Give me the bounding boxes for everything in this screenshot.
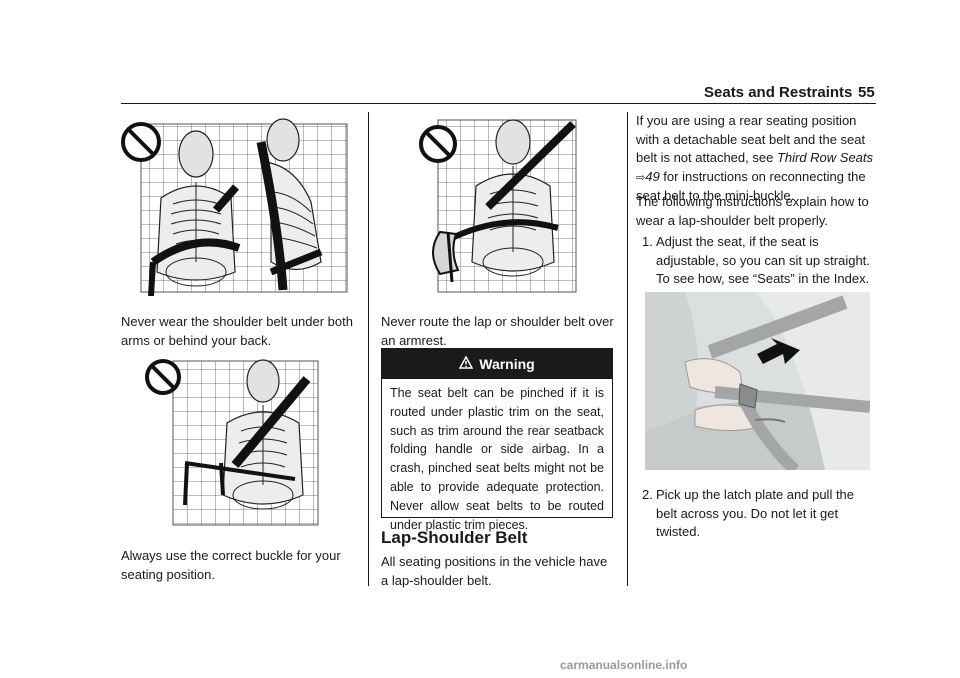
armrest-belt-illustration	[418, 112, 578, 296]
warning-title: Warning	[479, 356, 535, 372]
detachable-belt-paragraph: If you are using a rear seating position…	[636, 113, 874, 203]
correct-buckle-illustration	[145, 355, 320, 527]
page-ref-icon: ⇨	[636, 171, 646, 184]
section-title: Seats and Restraints	[704, 84, 853, 101]
lap-shoulder-belt-heading: Lap-Shoulder Belt	[381, 528, 528, 547]
warning-title-bar: Warning	[382, 349, 612, 379]
caption-correct-buckle: Always use the correct buckle for your s…	[121, 548, 341, 582]
caption-under-arms: Never wear the shoulder belt under both …	[121, 314, 353, 348]
step-2: 2. Pick up the latch plate and pull the …	[642, 487, 855, 539]
belt-under-arms-illustration	[121, 112, 349, 296]
warning-triangle-icon	[458, 355, 474, 372]
column-divider-2	[627, 112, 628, 586]
warning-body: The seat belt can be pinched if it is ro…	[390, 386, 604, 532]
latch-plate-photo	[645, 292, 870, 470]
instructions-intro: The following instructions explain how t…	[636, 194, 869, 228]
step-1: 1. Adjust the seat, if the seat is adjus…	[642, 234, 870, 286]
warning-box: Warning The seat belt can be pinched if …	[381, 348, 613, 532]
lap-shoulder-belt-intro: All seating positions in the vehicle hav…	[381, 554, 608, 588]
page-ref-number[interactable]: 49	[645, 168, 660, 184]
column-divider-1	[368, 112, 369, 586]
watermark: carmanualsonline.info	[560, 658, 688, 672]
page-number: 55	[858, 84, 875, 101]
header-rule	[121, 103, 876, 104]
third-row-seats-link[interactable]: Third Row Seats	[776, 150, 874, 165]
caption-armrest: Never route the lap or shoulder belt ove…	[381, 314, 614, 348]
